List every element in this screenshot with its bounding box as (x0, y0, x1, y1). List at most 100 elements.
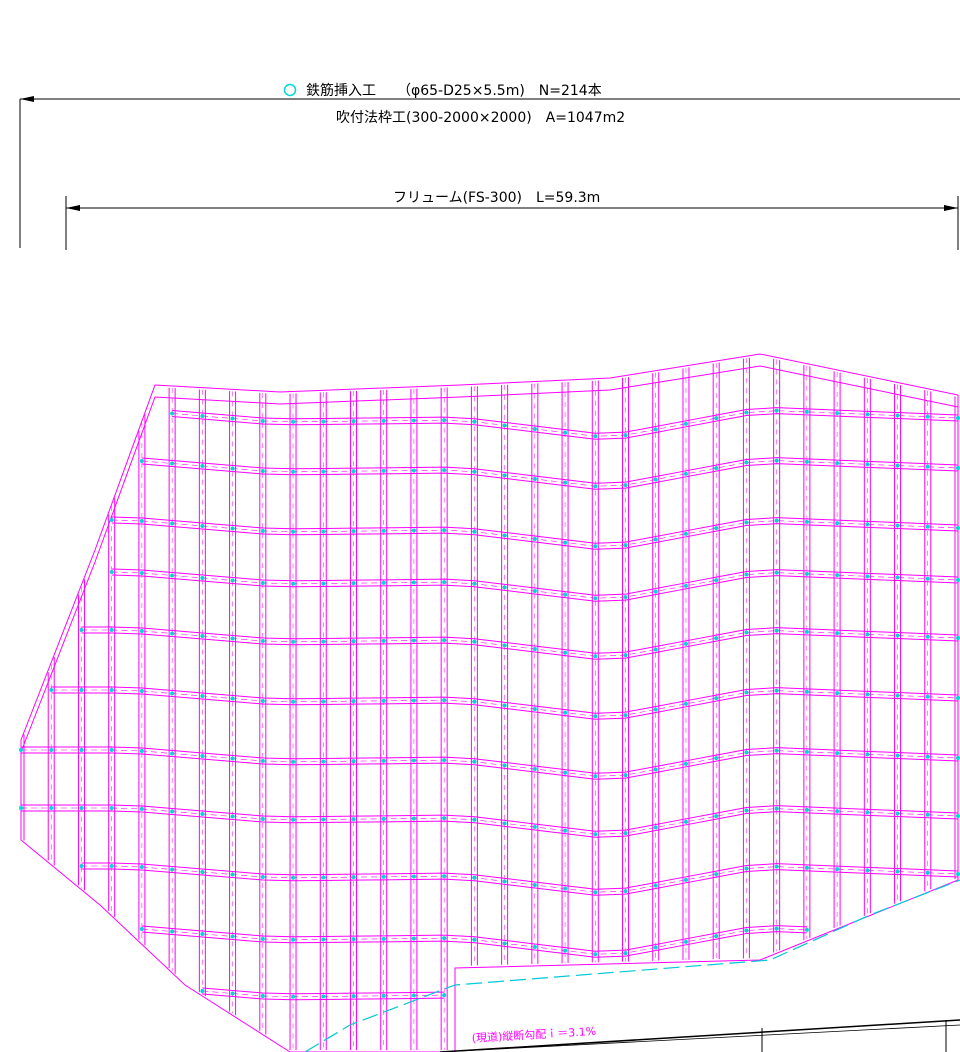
rebar-point (774, 518, 779, 523)
rebar-point (865, 632, 870, 637)
rebar-point (139, 748, 144, 753)
frame-beam (141, 931, 807, 958)
rebar-point (835, 809, 840, 814)
rebar-point (563, 710, 568, 715)
rebar-point (260, 698, 265, 703)
rebar-point (774, 926, 779, 931)
rebar-point (321, 639, 326, 644)
rebar-point (381, 993, 386, 998)
rebar-point (532, 536, 537, 541)
rebar-point (351, 581, 356, 586)
rebar-point (260, 816, 265, 821)
rebar-point (291, 817, 296, 822)
rebar-point (502, 879, 507, 884)
rebar-point (895, 463, 900, 468)
rebar-point (653, 825, 658, 830)
rebar-point (260, 638, 265, 643)
rebar-point (714, 934, 719, 939)
frame-beam-center (21, 807, 959, 835)
rebar-point (109, 628, 114, 632)
rebar-point (291, 759, 296, 764)
road-edge-line (439, 1019, 960, 1052)
rebar-point (956, 696, 960, 700)
rebar-point (139, 628, 144, 633)
rebar-point (502, 821, 507, 826)
rebar-point (532, 944, 537, 949)
rebar-point (744, 750, 749, 755)
rebar-point (956, 814, 960, 818)
rebar-point (442, 638, 447, 643)
frame-beam (21, 746, 959, 774)
rebar-point (139, 864, 144, 869)
rebar-point (260, 528, 265, 533)
rebar-point (804, 807, 809, 812)
rebar-point (804, 629, 809, 634)
rebar-point (835, 751, 840, 756)
rebar-point (200, 753, 205, 758)
rebar-point (623, 543, 628, 548)
rebar-point (774, 688, 779, 693)
rebar-point (925, 464, 930, 469)
rebar-point (835, 631, 840, 636)
rebar-point (260, 580, 265, 585)
frame-beam (111, 522, 959, 550)
rebar-point (623, 595, 628, 600)
frame-beam (21, 810, 959, 838)
rebar-point (381, 936, 386, 941)
cyan-circle-icon (283, 83, 297, 97)
rebar-point (623, 831, 628, 836)
rebar-point (351, 419, 356, 424)
rebar-point (321, 469, 326, 474)
rebar-point (411, 993, 416, 998)
rebar-point (653, 767, 658, 772)
rebar-point (865, 574, 870, 579)
rebar-point (653, 589, 658, 594)
rebar-point (714, 636, 719, 641)
rebar-point (200, 575, 205, 580)
rebar-point (109, 748, 114, 752)
rebar-point (623, 483, 628, 488)
rebar-point (956, 636, 960, 640)
rebar-point (744, 520, 749, 525)
slope-outline (20, 353, 959, 1052)
rebar-point (593, 832, 598, 837)
rebar-point (744, 690, 749, 695)
rebar-point (170, 809, 175, 814)
rebar-point (744, 928, 749, 933)
slope-top-inner-edge (20, 365, 959, 753)
rebar-point (230, 526, 235, 531)
rebar-point (442, 874, 447, 879)
rebar-point (109, 570, 114, 574)
rebar-point (835, 521, 840, 526)
rebar-point (714, 578, 719, 583)
rebar-point (714, 756, 719, 761)
rebar-point (291, 529, 296, 534)
rebar-point (502, 473, 507, 478)
rebar-point (381, 638, 386, 643)
rebar-point (532, 588, 537, 593)
rebar-point (653, 427, 658, 432)
rebar-point (593, 544, 598, 549)
rebar-point (502, 585, 507, 590)
rebar-point (774, 570, 779, 575)
rebar-point (411, 758, 416, 763)
rebar-point (442, 816, 447, 821)
rebar-point (472, 469, 477, 474)
rebar-point (653, 707, 658, 712)
rebar-point (442, 528, 447, 533)
rebar-point (895, 753, 900, 758)
rebar-point (200, 413, 205, 418)
rebar-point (139, 688, 144, 693)
frame-beam (141, 457, 959, 484)
rebar-point (79, 688, 84, 692)
frame-beam-center (81, 865, 959, 893)
rebar-point (563, 828, 568, 833)
frame-beam-center (51, 689, 959, 717)
rebar-point (381, 468, 386, 473)
rebar-point (291, 581, 296, 586)
rebar-point (200, 811, 205, 816)
rebar-point (835, 411, 840, 416)
flume-dimension (65, 196, 959, 250)
rebar-point (139, 570, 144, 575)
rebar-point (865, 462, 870, 467)
